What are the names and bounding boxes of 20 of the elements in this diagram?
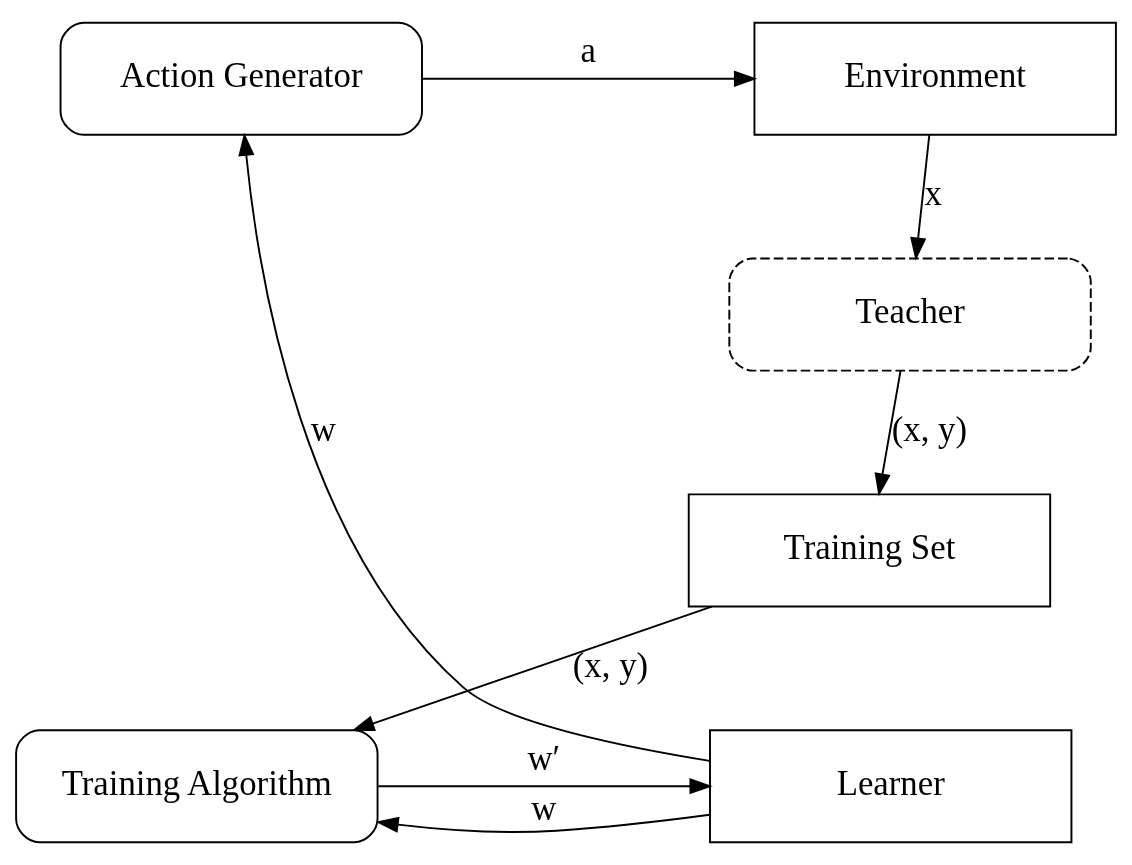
- node-box: Action Generator: [59, 21, 423, 136]
- arrow: [377, 778, 713, 795]
- arrow: [421, 70, 758, 87]
- node-box: Training Algorithm: [15, 729, 379, 844]
- arrow: [375, 813, 711, 833]
- edge-label: (x, y): [572, 645, 649, 685]
- node-box: Teacher: [728, 257, 1092, 372]
- edge-label: w′: [527, 738, 561, 778]
- edge-label: a: [580, 31, 596, 71]
- node-box: Learner: [709, 729, 1073, 844]
- arrow: [351, 605, 713, 732]
- edge-label: w: [531, 788, 557, 828]
- edge-label: (x, y): [891, 410, 968, 449]
- node-box: Training Set: [687, 493, 1052, 608]
- arrow: [910, 134, 931, 261]
- edge-label: x: [924, 174, 942, 214]
- node-box: Environment: [753, 21, 1117, 136]
- edge-label: w: [310, 410, 336, 449]
- arrow: [238, 132, 711, 762]
- arrow: [874, 369, 902, 497]
